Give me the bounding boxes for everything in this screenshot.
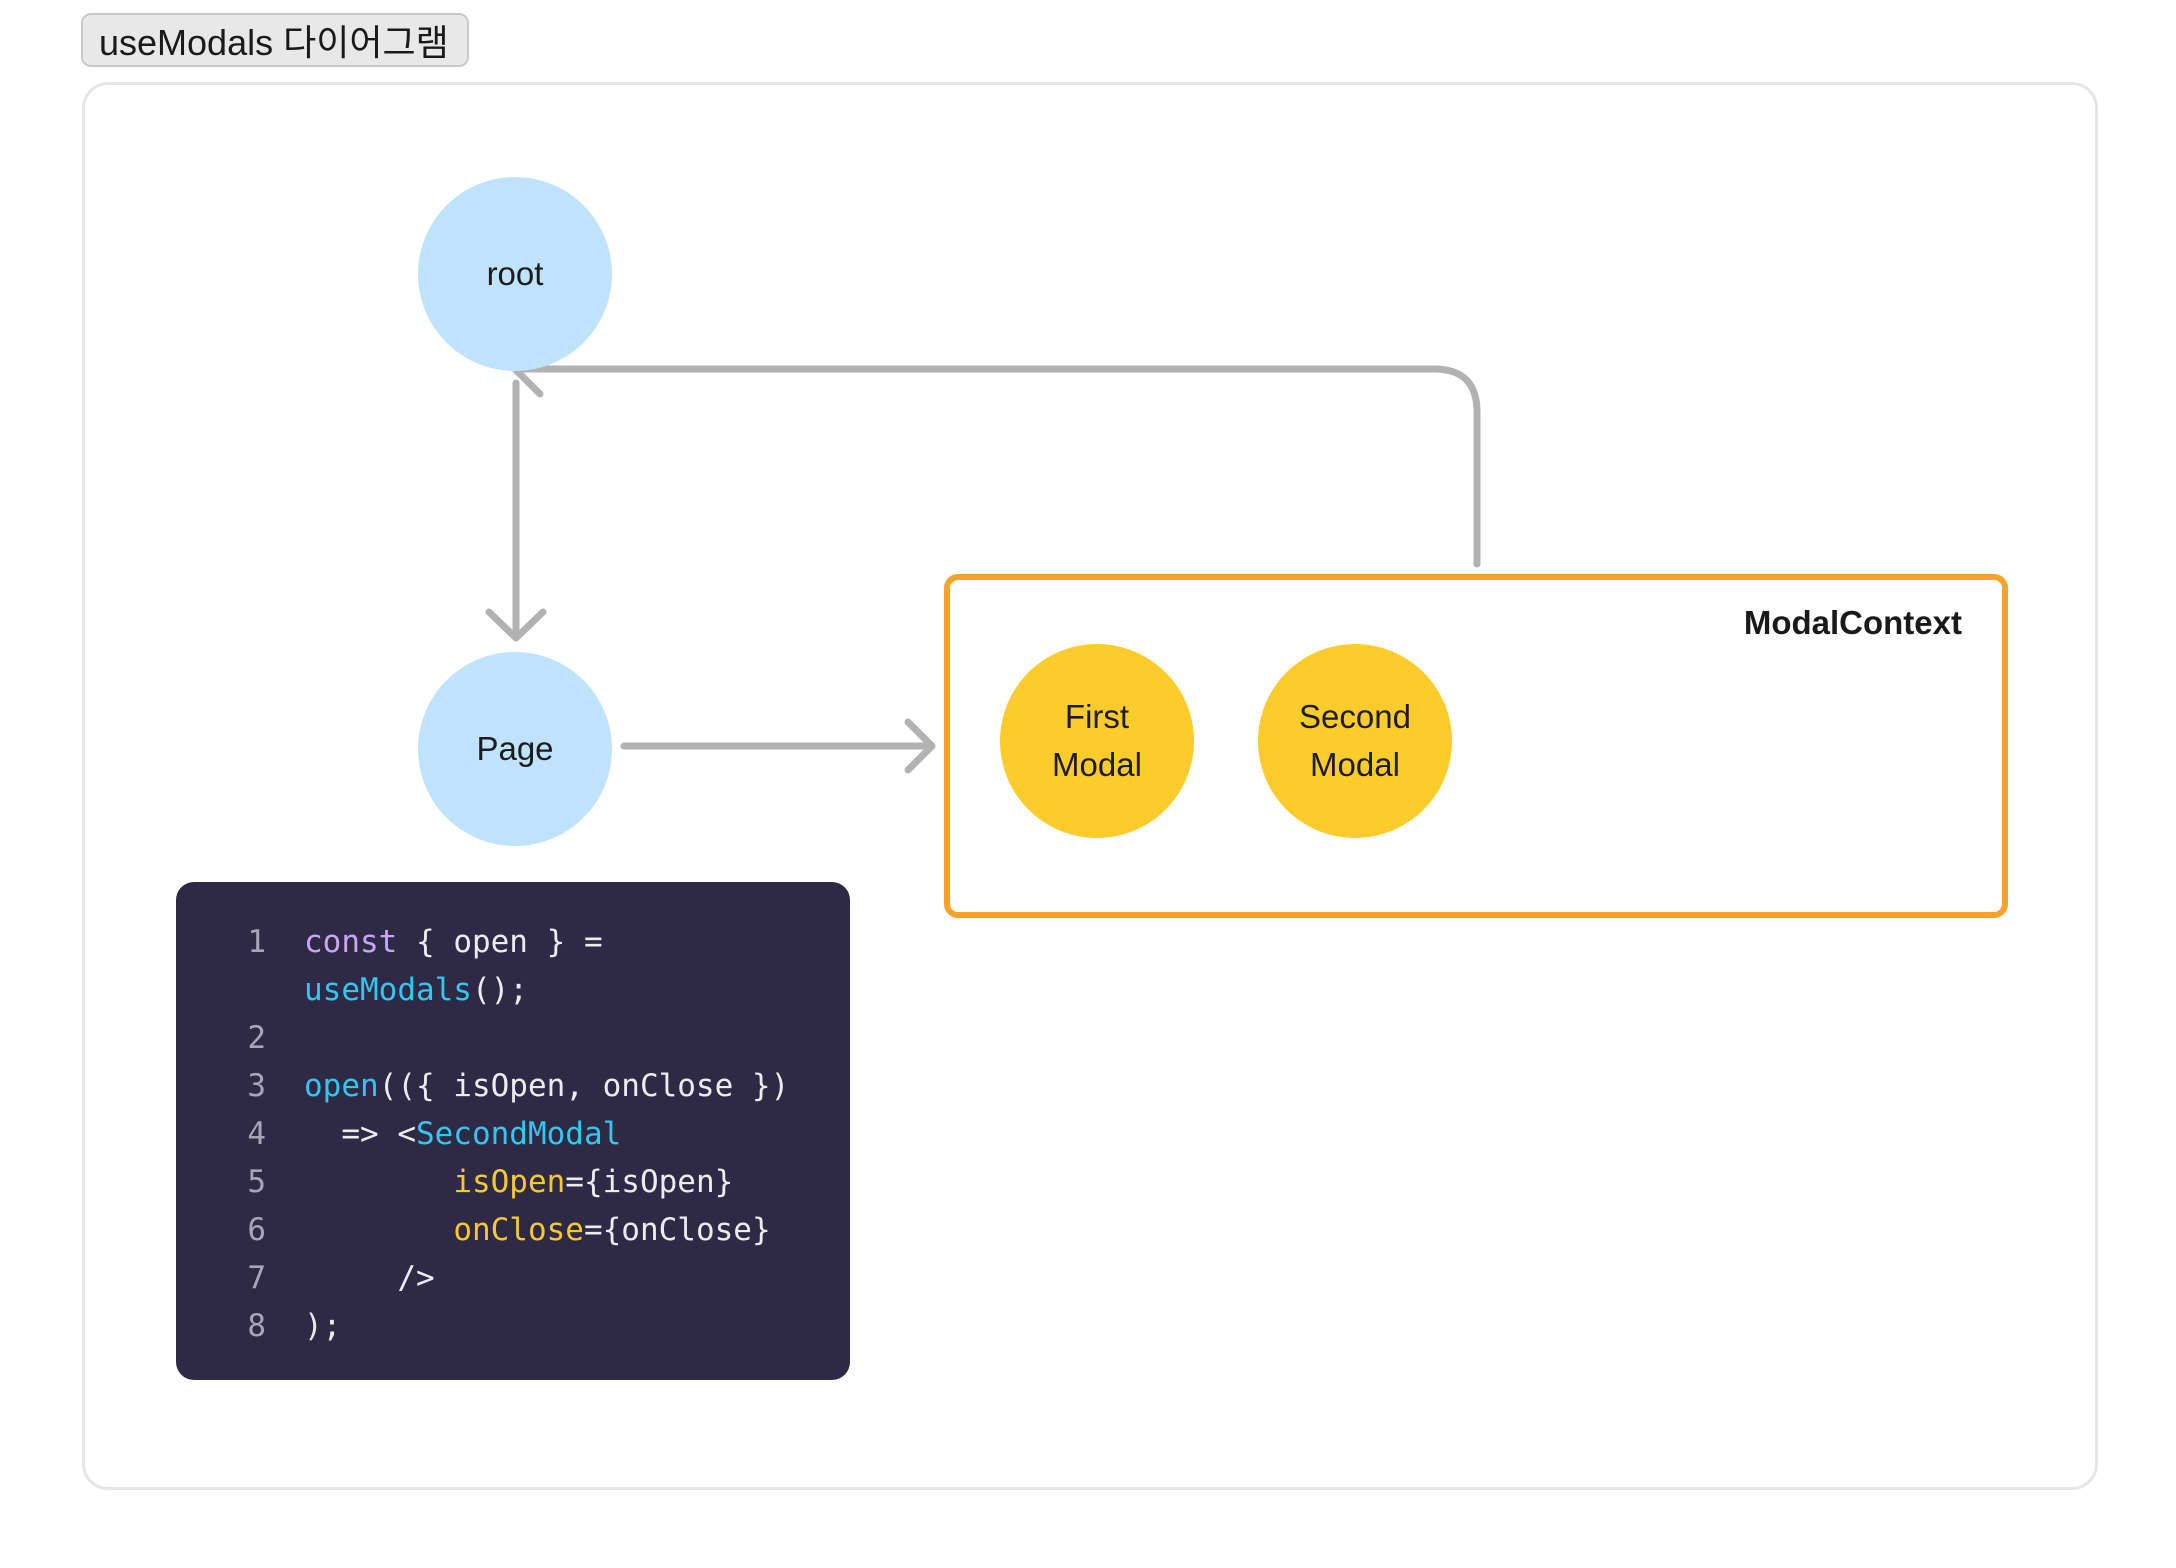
- code-line-text: isOpen={isOpen}: [304, 1158, 733, 1206]
- arrowhead-root-to-page: [485, 608, 547, 642]
- code-line-text: />: [304, 1254, 435, 1302]
- code-line: 2: [176, 1014, 850, 1062]
- code-line: 3 open(({ isOpen, onClose }): [176, 1062, 850, 1110]
- code-line-number: 5: [247, 1164, 266, 1200]
- code-line-number: 6: [247, 1212, 266, 1248]
- code-token: open: [304, 1068, 379, 1104]
- code-line: 4 => <SecondModal: [176, 1110, 850, 1158]
- node-second-modal-label: Second Modal: [1299, 698, 1411, 783]
- code-token: />: [304, 1260, 435, 1296]
- code-line-number: 3: [247, 1068, 266, 1104]
- node-first-modal: First Modal: [1000, 644, 1194, 838]
- code-token: (({ isOpen, onClose }): [378, 1068, 790, 1104]
- code-line-text: const { open } =: [304, 918, 603, 966]
- modal-context-label: ModalContext: [1743, 604, 1962, 641]
- code-token: );: [304, 1308, 342, 1344]
- code-token: { open } =: [397, 924, 603, 960]
- code-token: SecondModal: [415, 1116, 622, 1152]
- code-token: const: [304, 924, 398, 960]
- modal-context-container: ModalContext: [944, 574, 2008, 918]
- diagram-title: useModals 다이어그램: [81, 13, 469, 67]
- code-token: ={isOpen}: [565, 1164, 734, 1200]
- code-token: ();: [471, 972, 528, 1008]
- node-page: Page: [418, 652, 612, 846]
- code-token: onClose: [453, 1212, 584, 1248]
- code-line: 7 />: [176, 1254, 850, 1302]
- code-token: [304, 1164, 453, 1200]
- code-line-text: => <SecondModal: [304, 1110, 621, 1158]
- code-line-text: open(({ isOpen, onClose }): [304, 1062, 789, 1110]
- code-line: 5 isOpen={isOpen}: [176, 1158, 850, 1206]
- code-line-number: 2: [247, 1020, 266, 1056]
- code-line-number: 7: [247, 1260, 266, 1296]
- code-line: 1 const { open } =: [176, 918, 850, 966]
- node-page-label: Page: [476, 730, 554, 767]
- node-root: root: [418, 177, 612, 371]
- code-line-number: 1: [247, 924, 266, 960]
- node-first-modal-label: First Modal: [1052, 698, 1142, 783]
- code-token: => <: [304, 1116, 416, 1152]
- code-line-text: useModals();: [304, 966, 528, 1014]
- arrowhead-page-to-context: [904, 718, 936, 774]
- code-token: useModals: [304, 972, 472, 1008]
- node-root-label: root: [486, 255, 544, 292]
- code-token: ={onClose}: [583, 1212, 771, 1248]
- code-token: isOpen: [453, 1164, 566, 1200]
- code-line-text: );: [304, 1302, 341, 1350]
- code-line: 6 onClose={onClose}: [176, 1206, 850, 1254]
- code-token: [304, 1212, 453, 1248]
- edge-context-to-root: [514, 365, 1481, 568]
- code-line-text: onClose={onClose}: [304, 1206, 771, 1254]
- node-second-modal: Second Modal: [1258, 644, 1452, 838]
- code-line-number: 8: [247, 1308, 266, 1344]
- code-line-number: 4: [247, 1116, 266, 1152]
- code-line: 8);: [176, 1302, 850, 1350]
- code-line: useModals();: [176, 966, 850, 1014]
